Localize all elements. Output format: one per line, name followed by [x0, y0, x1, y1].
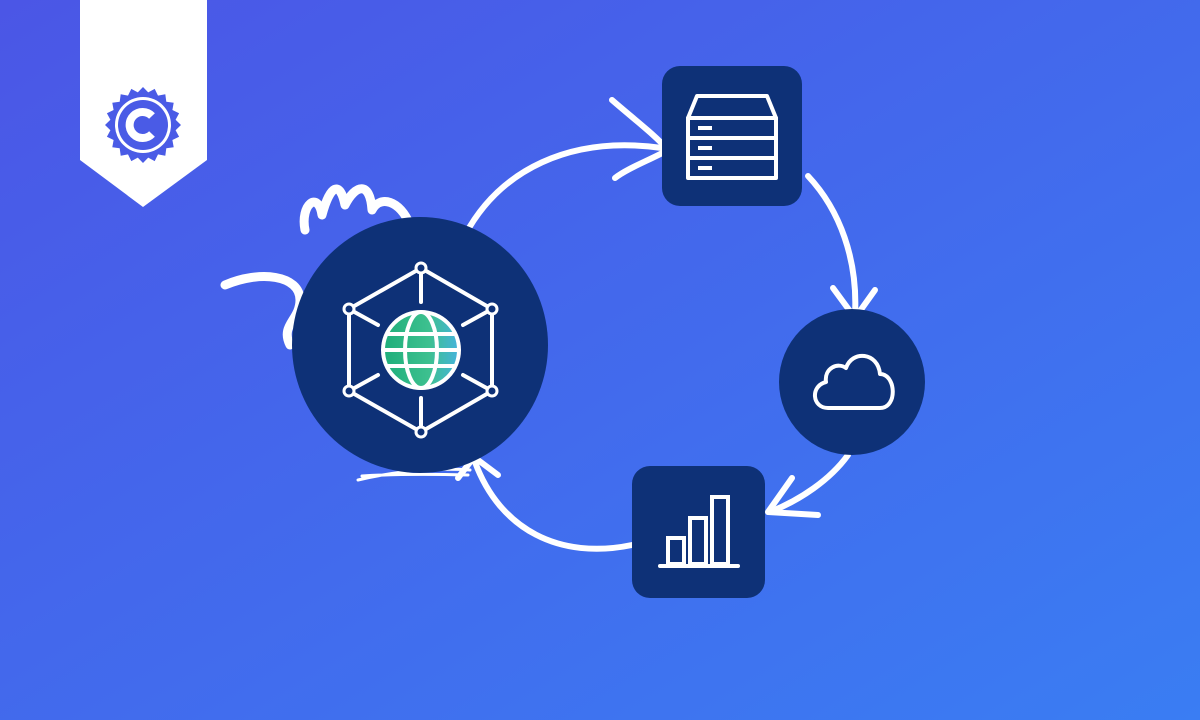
- flow-arrows: [220, 97, 878, 552]
- logo-badge-icon: [105, 87, 181, 163]
- network-node: [292, 217, 548, 473]
- arrow-server-to-cloud: [805, 173, 859, 318]
- arrow-cloud-to-chart: [767, 452, 851, 515]
- arrowhead-chart: [765, 475, 821, 518]
- arrow-network-to-server: [462, 142, 665, 238]
- server-node: [662, 66, 802, 206]
- server-icon: [686, 94, 778, 180]
- arrow-chart-to-network: [472, 459, 635, 552]
- bar-chart-icon: [658, 495, 740, 568]
- cloud-node: [779, 309, 925, 455]
- cloud-icon: [813, 353, 895, 410]
- network-globe-icon: [342, 261, 499, 439]
- chart-node: [632, 466, 765, 598]
- spark-scribble: [220, 184, 415, 350]
- logo-banner: [80, 0, 207, 207]
